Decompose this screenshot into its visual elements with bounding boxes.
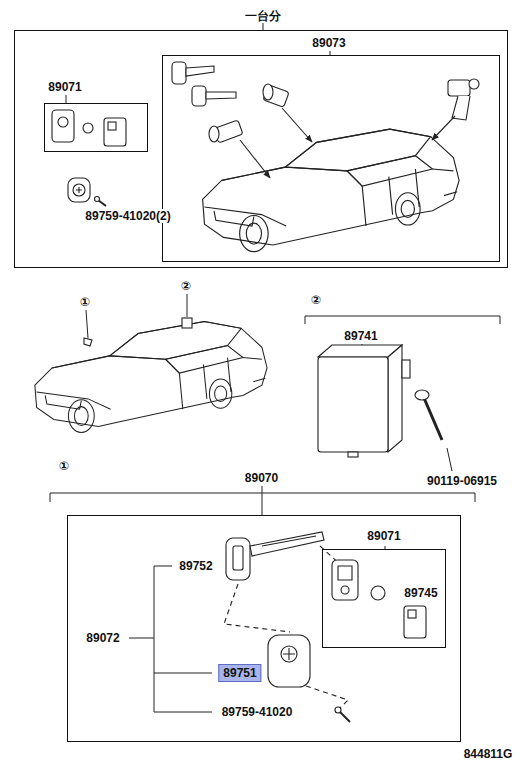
callout-parts — [84, 318, 192, 346]
key-assembly — [340, 712, 350, 722]
leader-lines — [187, 294, 188, 317]
leader-lines — [50, 23, 500, 712]
transponder-parts-bottom — [338, 566, 352, 580]
key-assembly — [226, 538, 250, 580]
key-set-parts — [192, 86, 206, 106]
part-number: 89073 — [310, 36, 347, 50]
part-number: 89751 — [218, 664, 261, 682]
key-set-parts — [263, 85, 289, 108]
key-set-parts — [469, 79, 479, 89]
ecu-illustration — [424, 398, 442, 440]
ecu-illustration — [348, 452, 358, 457]
key-assembly — [281, 646, 297, 662]
key-set-parts — [186, 66, 214, 76]
part-number: 89759-41020(2) — [83, 209, 172, 223]
part-number: 一台分 — [243, 9, 283, 23]
car-illustration — [35, 321, 267, 432]
transponder-parts-top — [73, 184, 85, 196]
part-number: 89071 — [46, 80, 83, 94]
callout-number: ① — [57, 459, 71, 473]
key-assembly — [283, 648, 295, 660]
key-assembly — [262, 536, 316, 546]
transponder-parts-top — [68, 178, 90, 202]
transponder-parts-bottom — [341, 586, 349, 594]
key-set-parts — [448, 80, 470, 96]
transponder-parts-top — [76, 187, 82, 193]
leader-lines — [263, 23, 264, 30]
transponder-parts-top — [58, 117, 68, 127]
part-number: 844811G — [462, 747, 515, 761]
callout-parts — [84, 338, 92, 346]
key-set-parts — [432, 116, 455, 140]
callout-number: ② — [309, 293, 323, 307]
leader-lines — [129, 566, 212, 712]
transponder-parts-top — [108, 122, 116, 130]
part-number: 89072 — [84, 631, 121, 645]
key-set-parts — [282, 108, 312, 142]
callout-number: ② — [179, 279, 193, 293]
group-frame: 一台分8907389071 — [14, 30, 508, 268]
key-assembly — [233, 546, 243, 570]
part-number: 89745 — [402, 586, 439, 600]
part-number: 89071 — [365, 529, 402, 543]
key-assembly — [224, 546, 348, 708]
car-illustration — [203, 129, 460, 252]
ecu-illustration — [318, 357, 388, 452]
ecu-illustration — [402, 360, 410, 378]
key-set-parts — [206, 92, 236, 99]
transponder-parts-top — [52, 110, 126, 206]
transponder-parts-top — [52, 110, 74, 142]
leader-lines — [305, 316, 500, 324]
sub-group-box: 89073 — [162, 55, 500, 262]
part-number: 89741 — [342, 329, 379, 343]
leader-lines — [262, 486, 263, 515]
transponder-parts-bottom — [371, 586, 385, 600]
transponder-parts-bottom — [332, 560, 358, 600]
key-set-parts — [240, 140, 270, 178]
part-number: 89070 — [243, 471, 280, 485]
key-set-parts — [209, 126, 219, 142]
key-assembly — [250, 532, 324, 556]
key-assembly — [224, 532, 350, 722]
ecu-illustration — [388, 345, 402, 452]
leader-lines — [447, 448, 452, 471]
ecu-illustration — [415, 390, 429, 400]
leader-lines — [50, 493, 475, 502]
callout-number: ① — [78, 295, 92, 309]
part-number: 89759-41020 — [220, 705, 295, 719]
key-set-parts — [172, 62, 479, 178]
key-set-parts — [172, 62, 186, 84]
callout-parts — [182, 318, 192, 328]
part-number: 89752 — [177, 559, 214, 573]
part-number: 90119-06915 — [425, 474, 499, 488]
sub-group-box: 89071 — [44, 103, 148, 152]
key-assembly — [268, 635, 310, 687]
ecu-illustration — [318, 345, 442, 457]
key-set-parts — [263, 84, 273, 100]
transponder-parts-bottom — [408, 610, 416, 618]
transponder-parts-bottom — [404, 606, 426, 638]
transponder-parts-top — [83, 123, 93, 133]
leader-lines — [86, 310, 88, 338]
transponder-parts-top — [95, 197, 100, 202]
transponder-parts-top — [104, 118, 126, 146]
